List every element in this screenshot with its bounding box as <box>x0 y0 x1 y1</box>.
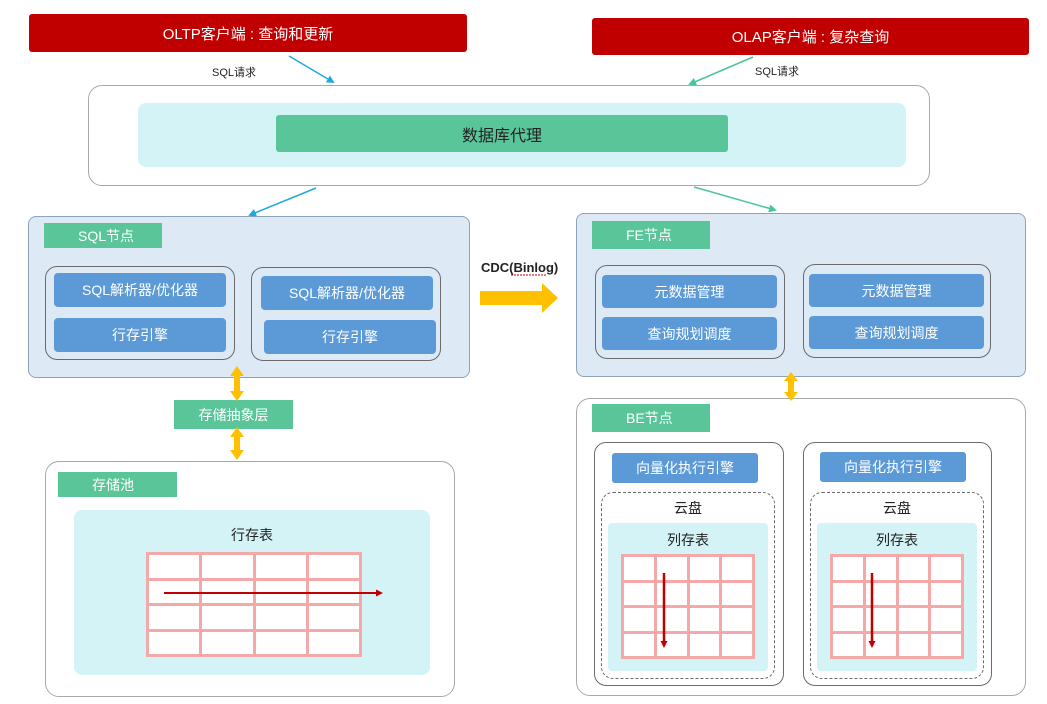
sql-storage-double-arrow <box>230 366 244 401</box>
oltp-to-proxy-arrow <box>288 55 335 84</box>
sql-parser-1: SQL解析器/优化器 <box>54 273 226 307</box>
row-engine-1-label: 行存引擎 <box>112 327 168 343</box>
olap-client-label: OLAP客户端 : 复杂查询 <box>731 29 890 46</box>
olap-to-proxy-arrow <box>688 56 754 86</box>
vector-engine-2-label: 向量化执行引擎 <box>844 459 942 475</box>
column-table-2-label: 列存表 <box>876 532 918 548</box>
be-node-title: BE节点 <box>592 404 710 432</box>
fe-node-title-label: FE节点 <box>626 227 672 243</box>
sql-parser-2: SQL解析器/优化器 <box>261 276 433 310</box>
sql-request-label-left: SQL请求 <box>212 67 257 79</box>
cloud-disk-2 <box>810 492 984 679</box>
storage-pool-double-arrow <box>230 427 244 460</box>
sql-parser-1-label: SQL解析器/优化器 <box>82 282 198 298</box>
row-table-label: 行存表 <box>231 527 273 543</box>
storage-abstraction-layer: 存储抽象层 <box>174 400 293 429</box>
be-node-title-label: BE节点 <box>626 410 673 426</box>
column-table-1-label: 列存表 <box>667 532 709 548</box>
be-unit-1 <box>594 442 784 686</box>
cloud-disk-1-label: 云盘 <box>674 500 702 516</box>
cloud-disk-2-label: 云盘 <box>883 500 911 516</box>
cloud-disk-1 <box>601 492 775 679</box>
sql-unit-1 <box>45 266 235 360</box>
storage-pool-title-label: 存储池 <box>92 476 134 493</box>
sql-request-label-right: SQL请求 <box>755 66 800 78</box>
proxy-to-sql-node-arrow <box>248 187 317 217</box>
sql-node-title: SQL节点 <box>44 223 162 248</box>
vector-engine-1-label: 向量化执行引擎 <box>636 460 734 476</box>
olap-client: OLAP客户端 : 复杂查询 <box>592 18 1029 55</box>
storage-pool-title: 存储池 <box>58 472 177 497</box>
fe-node-title: FE节点 <box>592 221 710 249</box>
fe-unit-2 <box>803 264 991 358</box>
query-schedule-2-label: 查询规划调度 <box>854 324 939 341</box>
vector-engine-2: 向量化执行引擎 <box>820 452 966 482</box>
proxy-to-fe-node-arrow <box>693 186 777 213</box>
vector-engine-1: 向量化执行引擎 <box>612 453 758 483</box>
metadata-mgmt-1-label: 元数据管理 <box>654 283 725 300</box>
query-schedule-1-label: 查询规划调度 <box>647 325 732 342</box>
cdc-arrow <box>480 283 558 313</box>
row-engine-2: 行存引擎 <box>264 320 436 354</box>
oltp-client: OLTP客户端 : 查询和更新 <box>29 14 467 52</box>
sql-parser-2-label: SQL解析器/优化器 <box>289 285 405 301</box>
row-table-grid <box>146 552 362 657</box>
row-engine-2-label: 行存引擎 <box>322 329 378 345</box>
query-schedule-2: 查询规划调度 <box>809 316 984 349</box>
fe-be-double-arrow <box>784 372 798 401</box>
query-schedule-1: 查询规划调度 <box>602 317 777 350</box>
be-unit-2 <box>803 442 992 686</box>
storage-abstraction-label: 存储抽象层 <box>198 406 269 423</box>
database-proxy-label: 数据库代理 <box>461 127 542 145</box>
row-engine-1: 行存引擎 <box>54 318 226 352</box>
cdc-label: CDC(Binlog) <box>481 260 559 275</box>
fe-unit-1 <box>595 265 785 359</box>
sql-node-title-label: SQL节点 <box>78 227 135 244</box>
metadata-mgmt-2-label: 元数据管理 <box>861 282 932 299</box>
column-table-grid-1 <box>621 554 755 659</box>
sql-unit-2 <box>251 267 441 361</box>
database-proxy: 数据库代理 <box>276 115 728 152</box>
oltp-client-label: OLTP客户端 : 查询和更新 <box>162 25 334 43</box>
metadata-mgmt-1: 元数据管理 <box>602 275 777 308</box>
metadata-mgmt-2: 元数据管理 <box>809 274 984 307</box>
